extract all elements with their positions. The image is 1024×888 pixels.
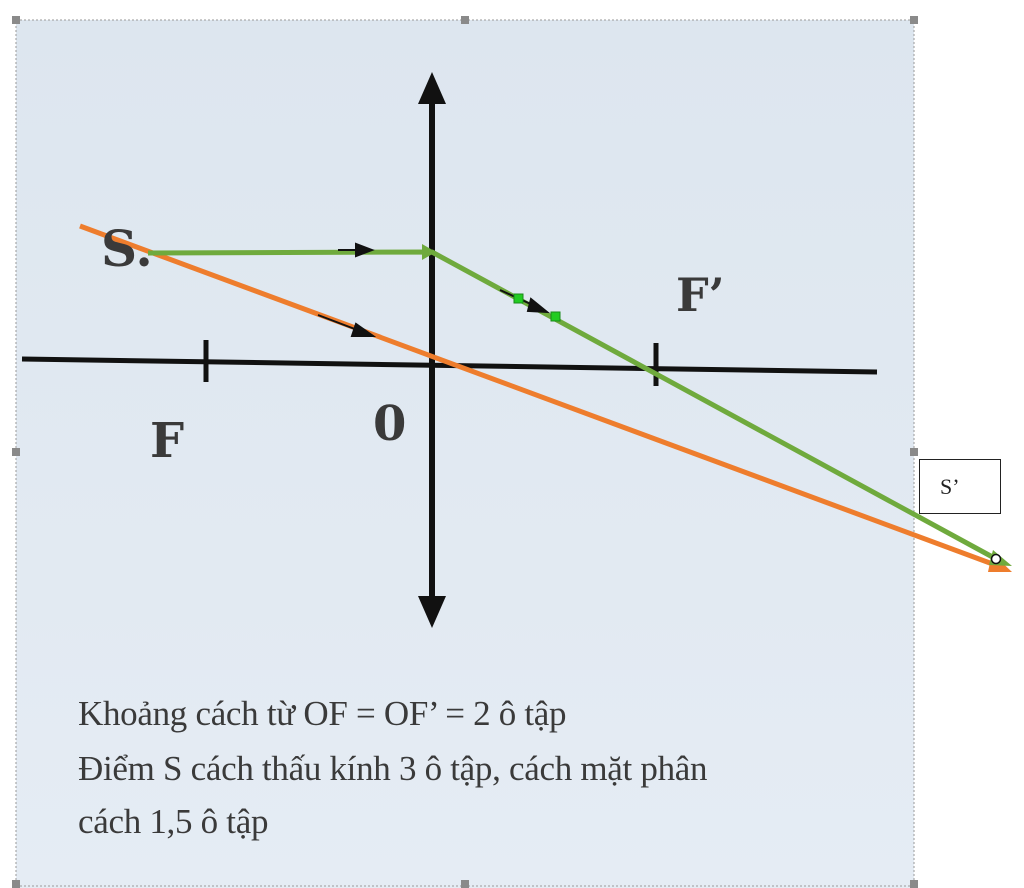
handle-top-center[interactable] bbox=[461, 16, 469, 24]
handle-top-right[interactable] bbox=[910, 16, 918, 24]
caption-line-2: Điểm S cách thấu kính 3 ô tập, cách mặt … bbox=[78, 749, 708, 788]
label-optical-center: 0 bbox=[373, 396, 406, 452]
image-point-textbox[interactable]: S’ bbox=[919, 459, 1001, 514]
resize-handles bbox=[12, 16, 918, 888]
image-point-label: S’ bbox=[940, 474, 960, 499]
handle-top-left[interactable] bbox=[12, 16, 20, 24]
handle-middle-right[interactable] bbox=[910, 448, 918, 456]
direction-arrow-refracted-icon bbox=[526, 297, 551, 314]
control-point-2[interactable] bbox=[550, 311, 561, 322]
label-source-point: S. bbox=[101, 219, 153, 278]
direction-arrow-center-icon bbox=[350, 322, 377, 337]
caption-line-1: Khoảng cách từ OF = OF’ = 2 ô tập bbox=[78, 694, 567, 733]
image-background bbox=[16, 20, 914, 888]
control-point-1[interactable] bbox=[513, 293, 524, 304]
label-focus-right: F’ bbox=[676, 268, 725, 322]
direction-arrow-parallel-icon bbox=[355, 242, 375, 258]
handle-bottom-left[interactable] bbox=[12, 880, 20, 888]
direction-arrow-center-shaft bbox=[317, 314, 361, 332]
handle-bottom-center[interactable] bbox=[461, 880, 469, 888]
caption-line-3: cách 1,5 ô tập bbox=[78, 802, 269, 841]
lens-arrow-bottom-icon bbox=[418, 596, 446, 628]
ray-through-center bbox=[79, 223, 999, 569]
ray-arrowhead-at-lens-icon bbox=[422, 244, 436, 260]
endpoint-marker[interactable] bbox=[990, 553, 1002, 565]
handle-bottom-right[interactable] bbox=[910, 880, 918, 888]
label-focus-left: F bbox=[150, 413, 184, 469]
handle-middle-left[interactable] bbox=[12, 448, 20, 456]
lens-arrow-top-icon bbox=[418, 72, 446, 104]
